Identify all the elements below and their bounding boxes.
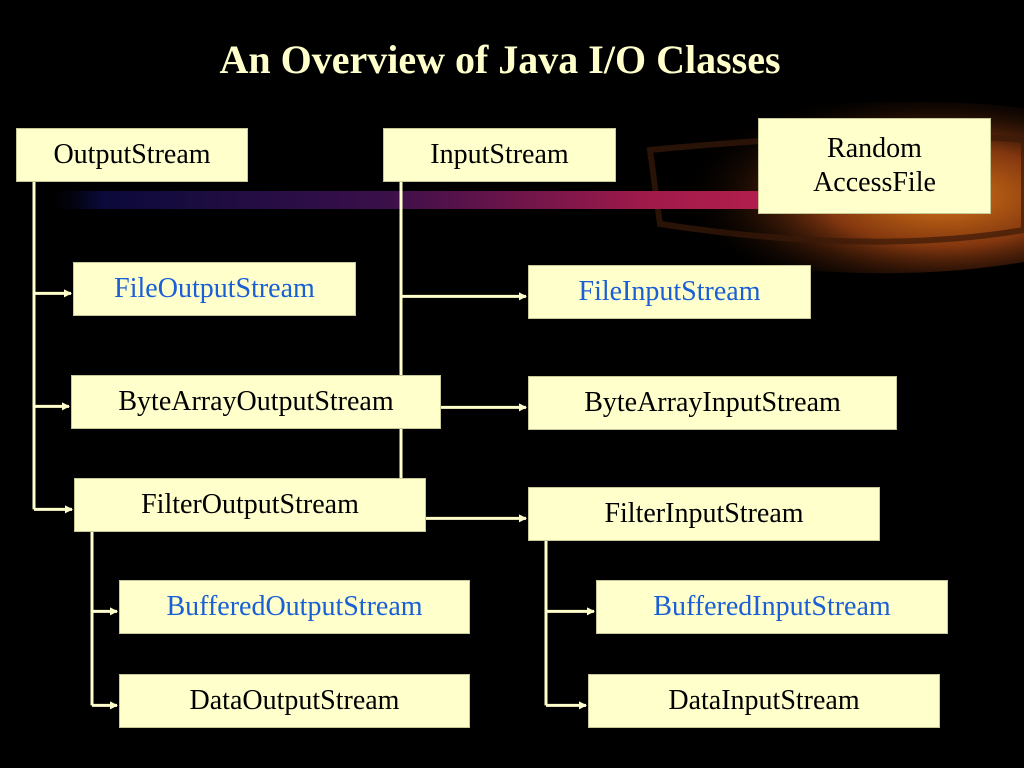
- file-output-stream-box: FileOutputStream: [73, 262, 356, 316]
- file-output-stream-label: FileOutputStream: [114, 273, 315, 304]
- filter-output-stream-label: FilterOutputStream: [141, 489, 359, 520]
- buffered-output-stream-box: BufferedOutputStream: [119, 580, 470, 634]
- file-input-stream-label: FileInputStream: [578, 276, 761, 307]
- output-stream-box: OutputStream: [16, 128, 248, 182]
- filter-input-stream-box: FilterInputStream: [528, 487, 880, 541]
- input-stream-box: InputStream: [383, 128, 616, 182]
- filter-output-stream-box: FilterOutputStream: [74, 478, 426, 532]
- buffered-input-stream-box: BufferedInputStream: [596, 580, 948, 634]
- byte-array-input-stream-box: ByteArrayInputStream: [528, 376, 897, 430]
- decorative-band: [40, 191, 800, 209]
- random-access-file-box: Random AccessFile: [758, 118, 991, 214]
- buffered-output-stream-label: BufferedOutputStream: [166, 591, 423, 622]
- random-access-file-label-line2: AccessFile: [813, 167, 936, 198]
- data-output-stream-label: DataOutputStream: [189, 685, 400, 716]
- filter-input-stream-label: FilterInputStream: [604, 498, 804, 529]
- data-input-stream-box: DataInputStream: [588, 674, 940, 728]
- output-stream-label: OutputStream: [53, 139, 211, 170]
- data-input-stream-label: DataInputStream: [668, 685, 860, 716]
- input-stream-label: InputStream: [430, 139, 569, 170]
- data-output-stream-box: DataOutputStream: [119, 674, 470, 728]
- byte-array-input-stream-label: ByteArrayInputStream: [584, 387, 841, 418]
- file-input-stream-box: FileInputStream: [528, 265, 811, 319]
- byte-array-output-stream-label: ByteArrayOutputStream: [118, 386, 394, 417]
- random-access-file-label-line1: Random: [827, 133, 922, 164]
- page-title: An Overview of Java I/O Classes: [219, 37, 781, 82]
- buffered-input-stream-label: BufferedInputStream: [653, 591, 891, 622]
- byte-array-output-stream-box: ByteArrayOutputStream: [71, 375, 441, 429]
